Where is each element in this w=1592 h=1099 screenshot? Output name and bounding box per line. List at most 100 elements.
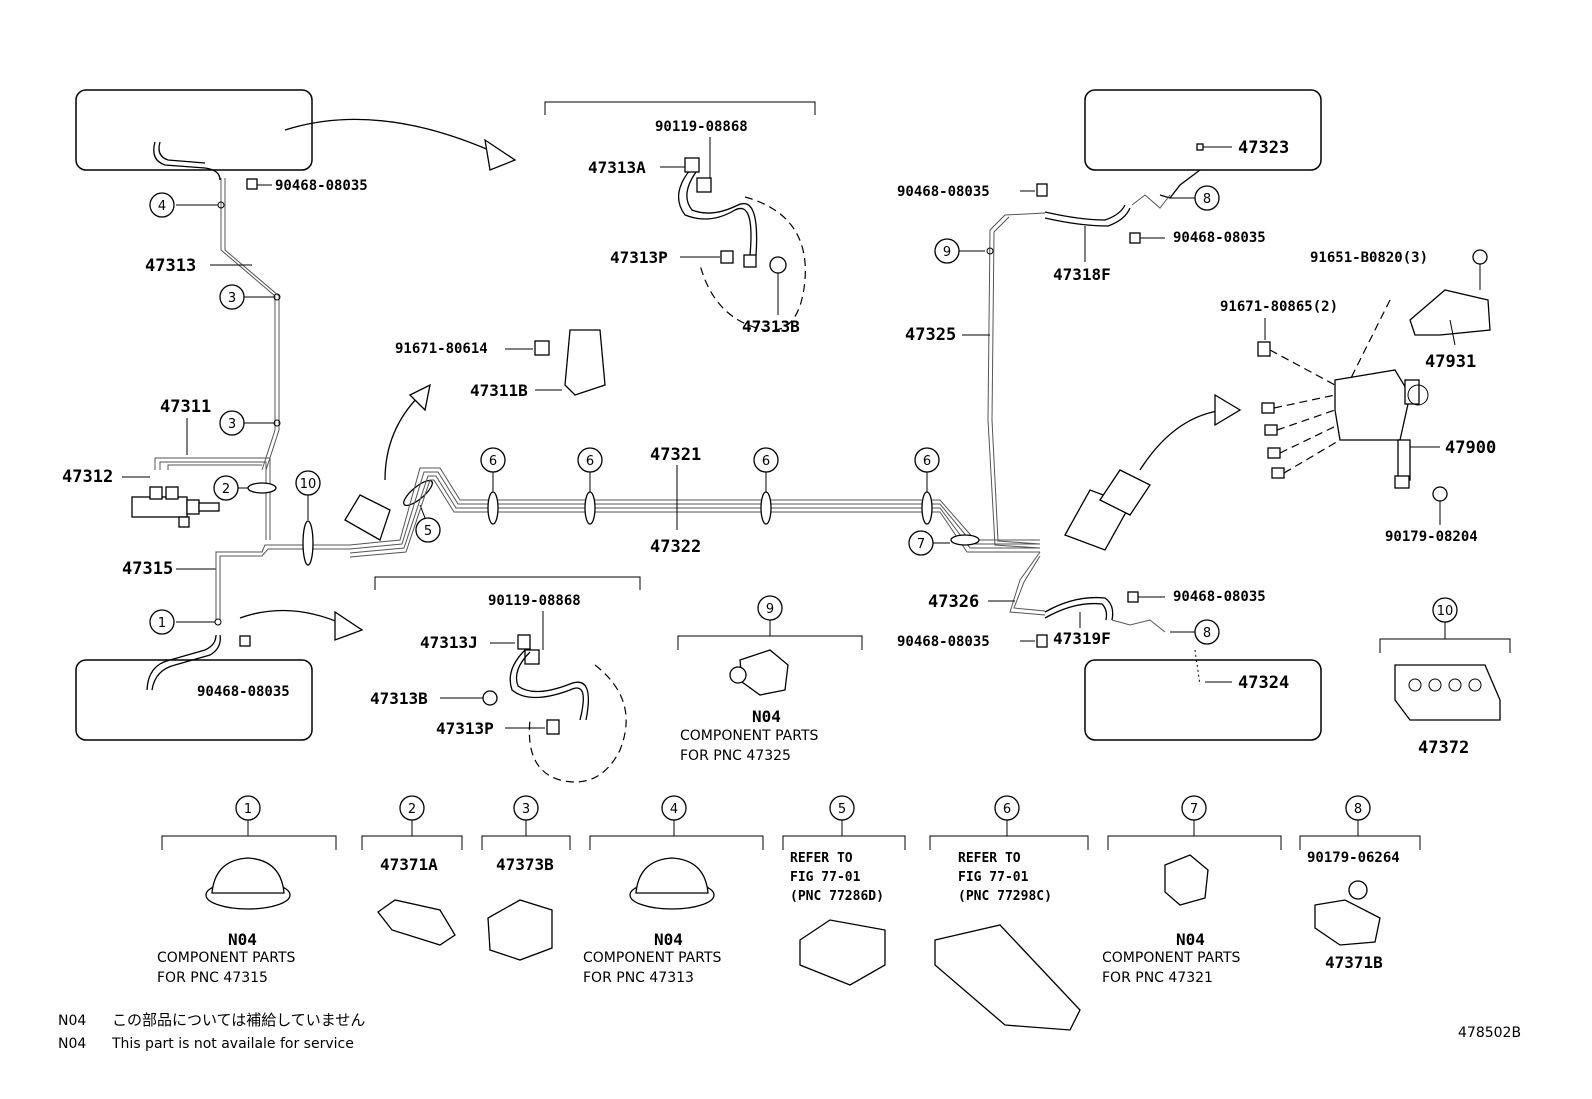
note-code-2: N04: [58, 1036, 86, 1052]
callout-8-upper: 8: [1194, 185, 1220, 211]
note-code-1: N04: [58, 1013, 86, 1029]
arrow-top-left: [284, 118, 501, 156]
svg-text:REFER TO: REFER TO: [958, 851, 1021, 866]
svg-text:7: 7: [1190, 802, 1198, 817]
inset-box-top-right: [1084, 89, 1322, 171]
part-47326: 47326: [928, 592, 979, 612]
svg-text:3: 3: [522, 802, 530, 817]
svg-text:(PNC 77286D): (PNC 77286D): [790, 889, 884, 904]
svg-text:90179-06264: 90179-06264: [1307, 850, 1400, 866]
svg-text:6: 6: [586, 454, 594, 469]
part-90468-08035-r4: 90468-08035: [897, 634, 990, 650]
callout-3-upper: 3: [219, 284, 245, 310]
part-47313J: 47313J: [420, 633, 478, 652]
legend-item-7: 7 N04 COMPONENT PARTS FOR PNC 47321: [1102, 795, 1282, 986]
part-90468-08035-bl: 90468-08035: [197, 684, 290, 700]
svg-text:47371A: 47371A: [380, 855, 438, 874]
part-90468-08035-r3: 90468-08035: [1173, 589, 1266, 605]
legend-item-1: 1 N04 COMPONENT PARTS FOR PNC 47315: [157, 795, 337, 986]
arrow-up-center: [384, 394, 421, 481]
svg-text:FOR PNC 47321: FOR PNC 47321: [1102, 970, 1213, 986]
callout-6-b: 6: [577, 447, 603, 473]
part-47313P-top: 47313P: [610, 248, 668, 267]
svg-text:4: 4: [158, 199, 166, 214]
svg-text:N04: N04: [1176, 930, 1205, 949]
svg-text:6: 6: [1003, 802, 1011, 817]
callout-7-right: 7: [908, 530, 934, 556]
part-91671-80865: 91671-80865(2): [1220, 299, 1338, 315]
part-90468-08035-tl: 90468-08035: [275, 178, 368, 194]
mid9-line2: FOR PNC 47325: [680, 748, 791, 764]
inset-box-bottom-right: [1084, 659, 1322, 741]
svg-text:N04: N04: [654, 930, 683, 949]
part-47325: 47325: [905, 325, 956, 345]
svg-text:10: 10: [1437, 604, 1454, 619]
svg-text:COMPONENT PARTS: COMPONENT PARTS: [157, 950, 296, 966]
part-47311: 47311: [160, 397, 211, 417]
callout-6-a: 6: [480, 447, 506, 473]
svg-text:3: 3: [228, 417, 236, 432]
svg-text:8: 8: [1203, 626, 1211, 641]
part-47313B-top: 47313B: [742, 317, 800, 336]
part-47324: 47324: [1238, 673, 1289, 693]
svg-text:6: 6: [762, 454, 770, 469]
svg-text:6: 6: [489, 454, 497, 469]
svg-text:1: 1: [244, 802, 252, 817]
arrow-bottom-left: [239, 609, 346, 626]
part-47323: 47323: [1238, 138, 1289, 158]
part-47318F: 47318F: [1053, 265, 1111, 284]
part-47321: 47321: [650, 445, 701, 465]
svg-text:(PNC 77298C): (PNC 77298C): [958, 889, 1052, 904]
part-47313: 47313: [145, 256, 196, 276]
legend-item-2: 2 47371A: [361, 795, 463, 946]
part-47312: 47312: [62, 467, 113, 487]
proportioning-valve: [1064, 469, 1151, 551]
svg-text:REFER TO: REFER TO: [790, 851, 853, 866]
mid9-line1: COMPONENT PARTS: [680, 728, 819, 744]
part-47313B-bot: 47313B: [370, 689, 428, 708]
callout-10-right: 10: [1432, 597, 1458, 623]
part-47313A: 47313A: [588, 158, 646, 177]
part-47315: 47315: [122, 559, 173, 579]
svg-text:7: 7: [917, 537, 925, 552]
arrow-right: [1139, 409, 1226, 471]
callout-3-lower: 3: [219, 410, 245, 436]
callout-10-left: 10: [295, 470, 321, 496]
legend-item-5: 5 REFER TO FIG 77-01 (PNC 77286D): [782, 795, 906, 986]
part-90468-08035-r2: 90468-08035: [1173, 230, 1266, 246]
callout-6-c: 6: [753, 447, 779, 473]
legend-item-8: 8 90179-06264 47371B: [1299, 795, 1421, 972]
part-90119-08868-bot: 90119-08868: [488, 593, 581, 609]
part-90179-08204: 90179-08204: [1385, 529, 1478, 545]
inset-box-top-left: [75, 89, 313, 171]
svg-text:FIG 77-01: FIG 77-01: [958, 870, 1029, 885]
callout-5: 5: [415, 517, 441, 543]
svg-text:1: 1: [158, 616, 166, 631]
part-90119-08868-top: 90119-08868: [655, 119, 748, 135]
svg-text:2: 2: [222, 482, 230, 497]
svg-text:N04: N04: [228, 930, 257, 949]
svg-text:FOR PNC 47315: FOR PNC 47315: [157, 970, 268, 986]
figure-id: 478502B: [1458, 1025, 1521, 1041]
part-47322: 47322: [650, 537, 701, 557]
callout-6-d: 6: [914, 447, 940, 473]
callout-2-left: 2: [213, 475, 239, 501]
mid9-code: N04: [752, 707, 781, 726]
svg-text:FIG 77-01: FIG 77-01: [790, 870, 861, 885]
valve-body: [1334, 369, 1429, 489]
note-jp: この部品については補給していません: [112, 1011, 365, 1029]
part-91671-80614: 91671-80614: [395, 341, 488, 357]
svg-text:4: 4: [670, 802, 678, 817]
svg-text:FOR PNC 47313: FOR PNC 47313: [583, 970, 694, 986]
legend-item-3: 3 47373B: [481, 795, 571, 961]
svg-text:5: 5: [424, 524, 432, 539]
callout-4-left: 4: [149, 192, 175, 218]
callout-9-mid: 9: [757, 595, 783, 621]
callout-9-right: 9: [934, 238, 960, 264]
part-47931: 47931: [1425, 352, 1476, 372]
inset-box-bottom-left: [75, 659, 313, 741]
legend-item-6: 6 REFER TO FIG 77-01 (PNC 77298C): [929, 795, 1089, 1031]
svg-text:3: 3: [228, 291, 236, 306]
svg-text:COMPONENT PARTS: COMPONENT PARTS: [1102, 950, 1241, 966]
